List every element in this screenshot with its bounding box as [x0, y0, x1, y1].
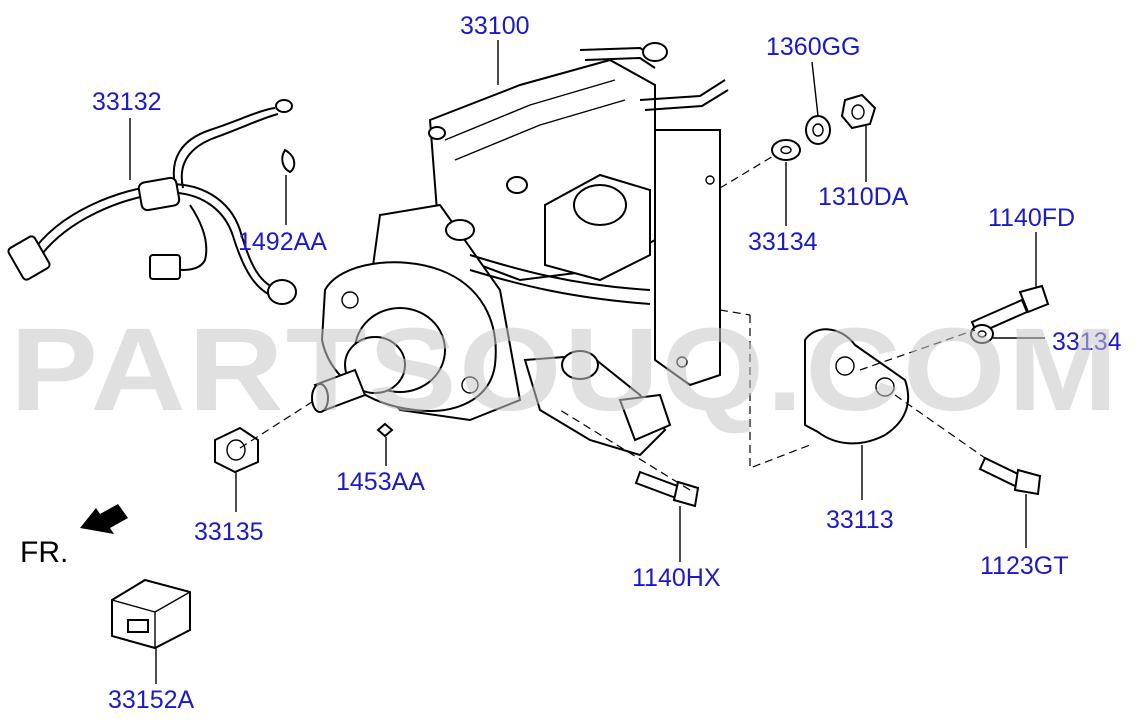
part-labels: 33100 33132 1360GG 1310DA 1492AA 33134 1… — [92, 12, 1122, 714]
watermark: PARTSOUQ.COM — [10, 304, 1120, 436]
nut-33135[interactable] — [214, 426, 259, 474]
connector-33152a[interactable] — [111, 578, 191, 650]
label-1453aa[interactable]: 1453AA — [336, 468, 425, 496]
label-1123gt[interactable]: 1123GT — [980, 552, 1068, 580]
front-direction-indicator: FR. — [20, 504, 128, 569]
washer-33134-right[interactable] — [970, 324, 994, 344]
label-1360gg[interactable]: 1360GG — [766, 33, 861, 61]
label-1140hx[interactable]: 1140HX — [632, 564, 721, 592]
label-1310da[interactable]: 1310DA — [818, 183, 909, 211]
assembly-lines — [239, 154, 986, 491]
label-1492aa[interactable]: 1492AA — [238, 228, 327, 256]
wiring-harness[interactable] — [7, 99, 297, 305]
nut-1310da[interactable] — [840, 93, 877, 130]
label-33113[interactable]: 33113 — [826, 506, 894, 534]
spring-washer-1360gg[interactable] — [805, 115, 831, 145]
leader-lines — [129, 40, 1045, 684]
key-1453aa[interactable] — [376, 422, 394, 438]
label-1140fd[interactable]: 1140FD — [988, 204, 1075, 232]
label-33100[interactable]: 33100 — [460, 12, 530, 40]
label-33135[interactable]: 33135 — [194, 518, 264, 546]
bolt-1123gt[interactable] — [978, 456, 1042, 496]
label-33134-right[interactable]: 33134 — [1052, 328, 1122, 356]
clip-1492aa[interactable] — [281, 148, 296, 174]
label-33132[interactable]: 33132 — [92, 88, 162, 116]
bracket-33113[interactable] — [804, 328, 910, 445]
arrow-icon — [80, 504, 128, 534]
washer-33134-top[interactable] — [771, 139, 801, 161]
bolt-1140hx[interactable] — [634, 470, 700, 508]
fr-label: FR. — [20, 536, 68, 569]
label-33152a[interactable]: 33152A — [108, 686, 195, 714]
label-33134-top[interactable]: 33134 — [748, 228, 818, 256]
injection-pump[interactable] — [311, 42, 729, 457]
